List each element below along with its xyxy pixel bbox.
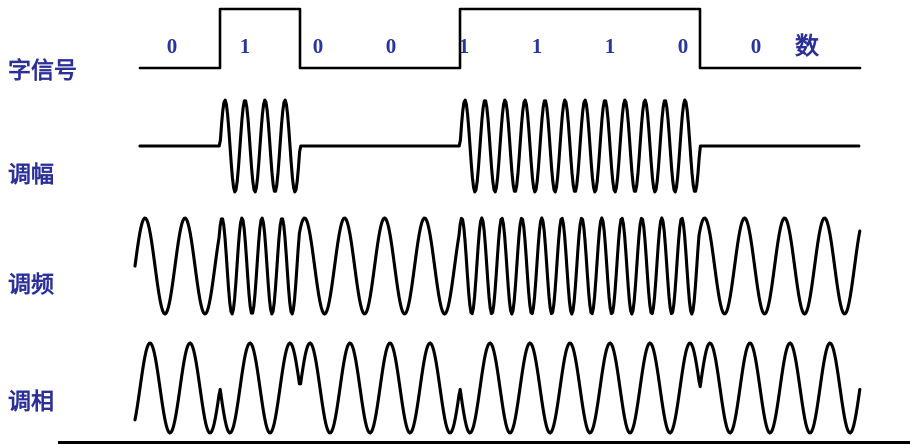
row-label-digital-signal: 字信号 bbox=[8, 57, 77, 83]
row-label-pm: 调相 bbox=[8, 388, 54, 414]
psk-wave bbox=[133, 341, 862, 435]
bit-label-5: 1 bbox=[532, 34, 543, 58]
bit-digits-group: 0 1 0 0 1 1 1 0 0 bbox=[167, 34, 762, 58]
bit-label-3: 0 bbox=[386, 34, 397, 58]
bit-label-2: 0 bbox=[313, 34, 324, 58]
bit-label-7: 0 bbox=[678, 34, 689, 58]
bottom-edge-line bbox=[58, 441, 910, 444]
fsk-wave bbox=[133, 216, 862, 316]
digital-signal-wave bbox=[138, 7, 862, 70]
bit-label-6: 1 bbox=[605, 34, 616, 58]
bit-label-8: 0 bbox=[751, 34, 762, 58]
row-label-am: 调幅 bbox=[8, 161, 54, 187]
waveforms-group bbox=[133, 7, 862, 435]
ask-wave bbox=[138, 98, 861, 194]
bit-label-0: 0 bbox=[167, 34, 178, 58]
bit-label-4: 1 bbox=[459, 34, 470, 58]
digit-row-suffix: 数 bbox=[795, 33, 820, 60]
row-label-fm: 调频 bbox=[8, 271, 54, 297]
bit-label-1: 1 bbox=[240, 34, 251, 58]
